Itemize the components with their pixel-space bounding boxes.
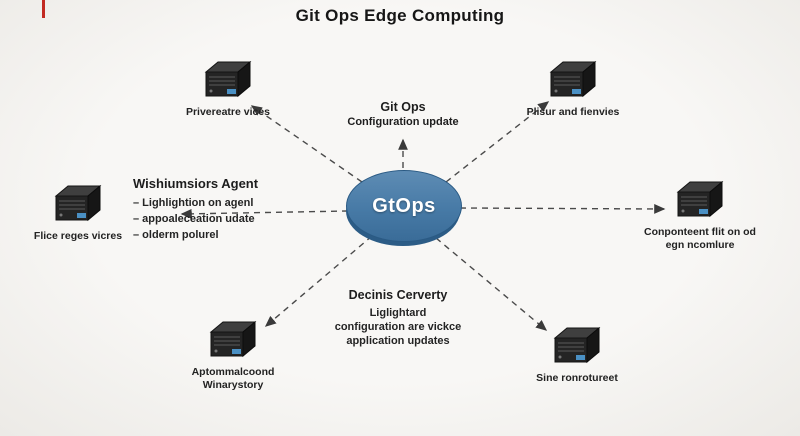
arrow-to-right-device [459, 204, 666, 214]
server-icon [209, 320, 257, 358]
bottom-note-line: Liglightard [369, 307, 427, 319]
arrow-to-top-left-device [250, 105, 363, 183]
gitops-center-node: GtOps [346, 170, 462, 246]
device-node-top-right: Plisur and fienvies [508, 58, 638, 119]
server-icon [204, 60, 252, 98]
device-label: Flice reges vicres [33, 230, 123, 242]
server-icon [553, 326, 601, 364]
center-node-label: GtOps [372, 194, 436, 217]
device-node-bottom-right: Sine ronrotureet [512, 324, 642, 385]
bottom-note-heading: Decinis Cerverty [348, 288, 448, 302]
top-note-heading: Git Ops [380, 100, 426, 114]
left-note-item: – Lighlightion on agenl [133, 197, 254, 209]
device-label: Conponteent flit on od egn ncomlure [644, 226, 756, 252]
arrow-to-left-device [180, 208, 349, 219]
page-title: Git Ops Edge Computing [295, 6, 505, 25]
arrow-to-bottom-left-device [264, 235, 373, 327]
left-note-heading: Wishiumsiors Agent [133, 176, 259, 191]
left-note-item: – olderm polurel [133, 229, 219, 241]
device-node-left: Flice reges vicres [13, 182, 143, 243]
top-note: Git Ops Configuration update [303, 100, 503, 128]
bottom-note: Decinis Cerverty Liglightard configurati… [298, 288, 498, 348]
left-note-item: – appoaleceation udate [133, 213, 255, 225]
left-note: Wishiumsiors Agent – Lighlightion on age… [133, 176, 313, 243]
server-icon [549, 60, 597, 98]
device-label: Plisur and fienvies [526, 106, 620, 118]
device-label: Sine ronrotureet [536, 372, 618, 384]
device-node-top-left: Privereatre vices [163, 58, 293, 119]
center-node-face: GtOps [346, 170, 462, 242]
bottom-note-line: application updates [346, 335, 450, 347]
device-node-right: Conponteent flit on od egn ncomlure [635, 178, 765, 252]
arrow-to-bottom-right-device [435, 237, 548, 331]
bottom-note-line: configuration are vickce [334, 321, 462, 333]
red-edge-mark [42, 0, 45, 18]
device-label: Aptommalcoond Winarystory [191, 366, 275, 392]
top-note-subtext: Configuration update [347, 116, 459, 128]
device-label: Privereatre vices [185, 106, 271, 118]
server-icon [676, 180, 724, 218]
server-icon [54, 184, 102, 222]
device-node-bottom-left: Aptommalcoond Winarystory [168, 318, 298, 392]
